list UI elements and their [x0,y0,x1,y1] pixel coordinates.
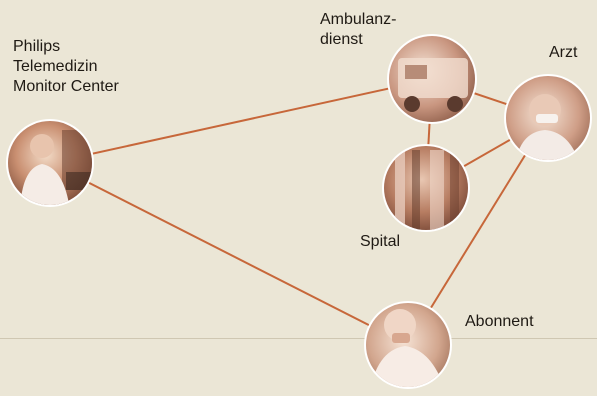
label-arzt: Arzt [549,43,577,63]
label-ambulanz: Ambulanz- dienst [320,10,396,50]
node-ambulanz [387,34,477,124]
node-spital [382,144,470,232]
node-abonnent [364,301,452,390]
label-spital: Spital [360,232,400,252]
connector-lines [50,79,548,345]
connector-monitor-abonnent [50,163,408,345]
label-monitor-center: Philips Telemedizin Monitor Center [13,37,119,97]
node-arzt [504,74,592,165]
node-monitor-center [6,119,102,210]
label-abonnent: Abonnent [465,312,534,332]
